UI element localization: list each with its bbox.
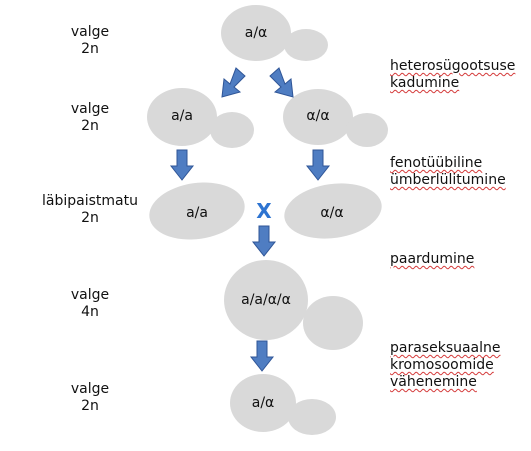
ploidy: 2n	[81, 118, 99, 134]
cell-body	[224, 260, 308, 340]
cell-bud	[346, 113, 388, 147]
phenotype-label: valge 2n	[55, 24, 125, 58]
opaque-cell-left	[149, 182, 245, 240]
phenotype-name: valge	[70, 101, 110, 117]
genotype-label: a/a	[186, 205, 208, 221]
process-label: paraseksuaalne kromosoomide vähenemine	[390, 340, 528, 391]
genotype-label: a/a	[171, 108, 193, 124]
process-text: paardumine	[390, 251, 475, 267]
cell-bud	[303, 296, 363, 350]
process-label: heterosügootsuse kadumine	[390, 58, 528, 92]
phenotype-name: valge	[70, 381, 110, 397]
arrow-down-right	[269, 67, 294, 98]
ploidy: 4n	[81, 304, 99, 320]
arrow-down	[169, 149, 195, 181]
phenotype-name: läbipaistmatu	[42, 193, 138, 209]
ploidy: 2n	[81, 398, 99, 414]
process-text: paraseksuaalne	[390, 340, 501, 356]
process-label: fenotüübiline ümberlülitumine	[390, 155, 528, 189]
genotype-label: a/α	[251, 395, 275, 411]
cell-bud	[210, 112, 254, 148]
phenotype-label: valge 2n	[55, 381, 125, 415]
process-text: heterosügootsuse	[390, 58, 516, 74]
process-text: fenotüübiline	[390, 155, 483, 171]
cell-body	[283, 89, 353, 145]
genotype-label: α/α	[320, 205, 344, 221]
arrow-down	[305, 149, 331, 181]
arrow-down	[249, 340, 275, 372]
cell-body	[221, 5, 291, 61]
mating-cross-symbol: X	[256, 199, 272, 223]
arrow-down-left	[221, 67, 246, 98]
ploidy: 2n	[81, 41, 99, 57]
phenotype-label: valge 2n	[55, 101, 125, 135]
genotype-label: a/α	[244, 25, 268, 41]
genotype-label: a/a/α/α	[241, 292, 291, 308]
phenotype-name: valge	[70, 287, 110, 303]
phenotype-label: läbipaistmatu 2n	[35, 193, 145, 227]
phenotype-label: valge 4n	[55, 287, 125, 321]
arrow-down	[251, 225, 277, 257]
process-text: ümberlülitumine	[390, 172, 506, 188]
cell-body	[230, 374, 296, 432]
cell-bud	[284, 29, 328, 61]
ploidy: 2n	[81, 210, 99, 226]
process-label: paardumine	[390, 251, 528, 268]
genotype-label: α/α	[306, 108, 330, 124]
process-text: vähenemine	[390, 374, 477, 390]
cell-body	[147, 88, 217, 146]
opaque-cell-right	[284, 183, 382, 239]
cell-bud	[288, 399, 336, 435]
process-text: kromosoomide	[390, 357, 494, 373]
process-text: kadumine	[390, 75, 460, 91]
phenotype-name: valge	[70, 24, 110, 40]
